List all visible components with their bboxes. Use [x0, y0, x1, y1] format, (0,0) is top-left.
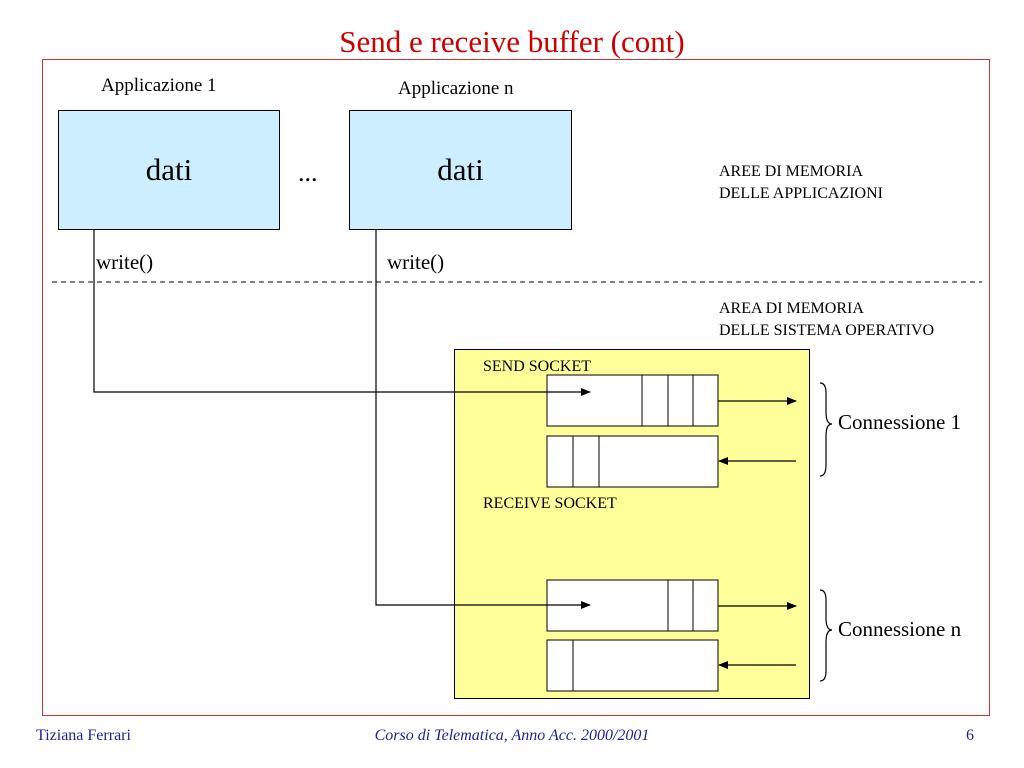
write-call-app-n: write() — [387, 250, 445, 274]
brace-conn-n — [819, 589, 833, 682]
ellipsis: ... — [298, 158, 318, 187]
os-memory-note: AREA DI MEMORIA DELLE SISTEMA OPERATIVO — [719, 298, 934, 342]
slide-title: Send e receive buffer (cont) — [339, 24, 685, 59]
write-call-app-1: write() — [96, 250, 154, 274]
app-n-data-text: dati — [437, 152, 484, 187]
slide-frame — [42, 59, 990, 716]
app-1-data-text: dati — [145, 152, 193, 187]
write-path-app-1 — [93, 230, 591, 396]
write-path-app-n — [375, 230, 591, 609]
app-n-data-box: dati — [349, 110, 572, 230]
connection-n-label: Connessione n — [838, 617, 962, 641]
receive-buffer-conn-n — [546, 639, 719, 692]
send-buffer-conn-1 — [546, 374, 719, 427]
brace-conn-1 — [819, 382, 833, 477]
footer-author: Tiziana Ferrari — [36, 727, 131, 744]
connection-1-label: Connessione 1 — [838, 410, 962, 434]
footer-page-number: 6 — [966, 727, 974, 744]
footer-course: Corso di Telematica, Anno Acc. 2000/2001 — [374, 727, 650, 744]
receive-buffer-conn-1 — [546, 435, 719, 488]
app-1-label: Applicazione 1 — [101, 75, 217, 96]
apps-memory-note: AREE DI MEMORIA DELLE APPLICAZIONI — [719, 161, 883, 205]
os-memory-line-1: AREA DI MEMORIA — [719, 300, 864, 317]
app-n-label: Applicazione n — [398, 78, 514, 99]
os-memory-line-2: DELLE SISTEMA OPERATIVO — [719, 322, 935, 339]
receive-socket-label: RECEIVE SOCKET — [483, 495, 617, 512]
send-socket-label: SEND SOCKET — [483, 358, 592, 375]
app-1-data-box: dati — [58, 110, 280, 230]
apps-memory-line-1: AREE DI MEMORIA — [719, 163, 863, 180]
apps-memory-line-2: DELLE APPLICAZIONI — [719, 185, 883, 202]
